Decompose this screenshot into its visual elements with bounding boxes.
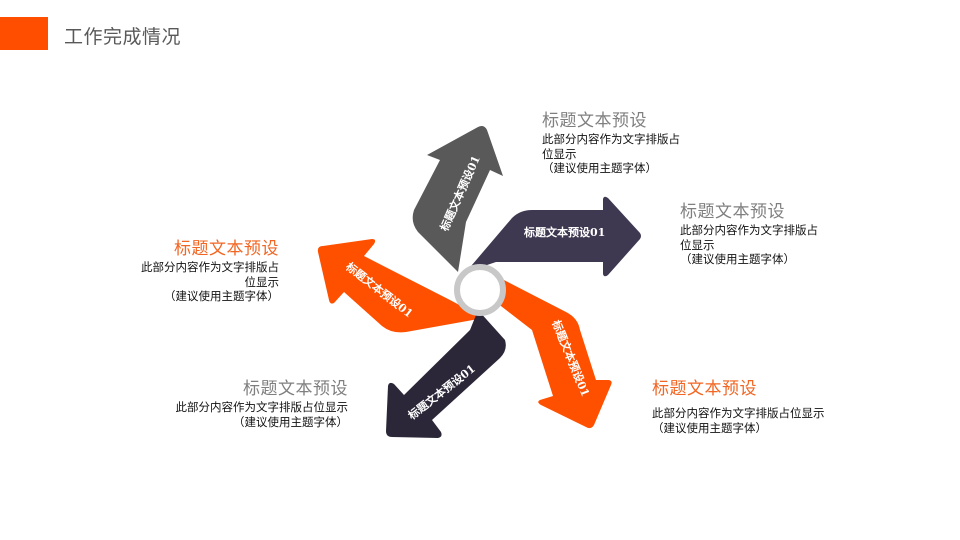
text-block-bottom-left-title: 标题文本预设 <box>243 379 348 399</box>
arrow-orange-down[interactable]: 标题文本预设01 <box>488 278 612 429</box>
page-title: 工作完成情况 <box>64 26 182 48</box>
text-block-right: 标题文本预设 此部分内容作为文字排版占 位显示 （建议使用主题字体） <box>680 201 818 267</box>
arrow-purple-right-label: 标题文本预设01 <box>523 225 605 239</box>
arrow-purple-right[interactable]: 标题文本预设01 <box>466 196 641 277</box>
text-block-top-title: 标题文本预设 <box>542 111 647 131</box>
text-block-bottom-left: 标题文本预设 此部分内容作为文字排版占位显示 （建议使用主题字体） <box>176 378 349 429</box>
arrow-purple-right-shape <box>466 196 641 277</box>
arrow-navy-downleft-shape <box>386 310 506 438</box>
center-ring <box>454 264 506 316</box>
text-block-bottom-right-body: 此部分内容作为文字排版占位显示 （建议使用主题字体） <box>652 406 825 435</box>
text-block-right-body: 此部分内容作为文字排版占 位显示 （建议使用主题字体） <box>680 223 818 266</box>
text-block-bottom-right: 标题文本预设 此部分内容作为文字排版占位显示 （建议使用主题字体） <box>652 378 825 435</box>
text-block-left: 标题文本预设 此部分内容作为文字排版占 位显示 （建议使用主题字体） <box>141 238 279 304</box>
arrow-gray-up-shape <box>412 126 503 272</box>
text-block-top-body: 此部分内容作为文字排版占 位显示 （建议使用主题字体） <box>542 132 680 175</box>
text-block-top: 标题文本预设 此部分内容作为文字排版占 位显示 （建议使用主题字体） <box>542 110 680 176</box>
text-block-right-title: 标题文本预设 <box>680 202 785 222</box>
header-accent-bar <box>0 17 48 50</box>
text-block-left-body: 此部分内容作为文字排版占 位显示 （建议使用主题字体） <box>141 260 279 303</box>
text-block-left-title: 标题文本预设 <box>174 239 279 259</box>
arrow-orange-down-shape <box>488 278 612 429</box>
text-block-bottom-right-title: 标题文本预设 <box>652 379 757 399</box>
arrow-orange-upleft-shape <box>317 239 484 333</box>
text-block-bottom-left-body: 此部分内容作为文字排版占位显示 （建议使用主题字体） <box>175 400 349 429</box>
